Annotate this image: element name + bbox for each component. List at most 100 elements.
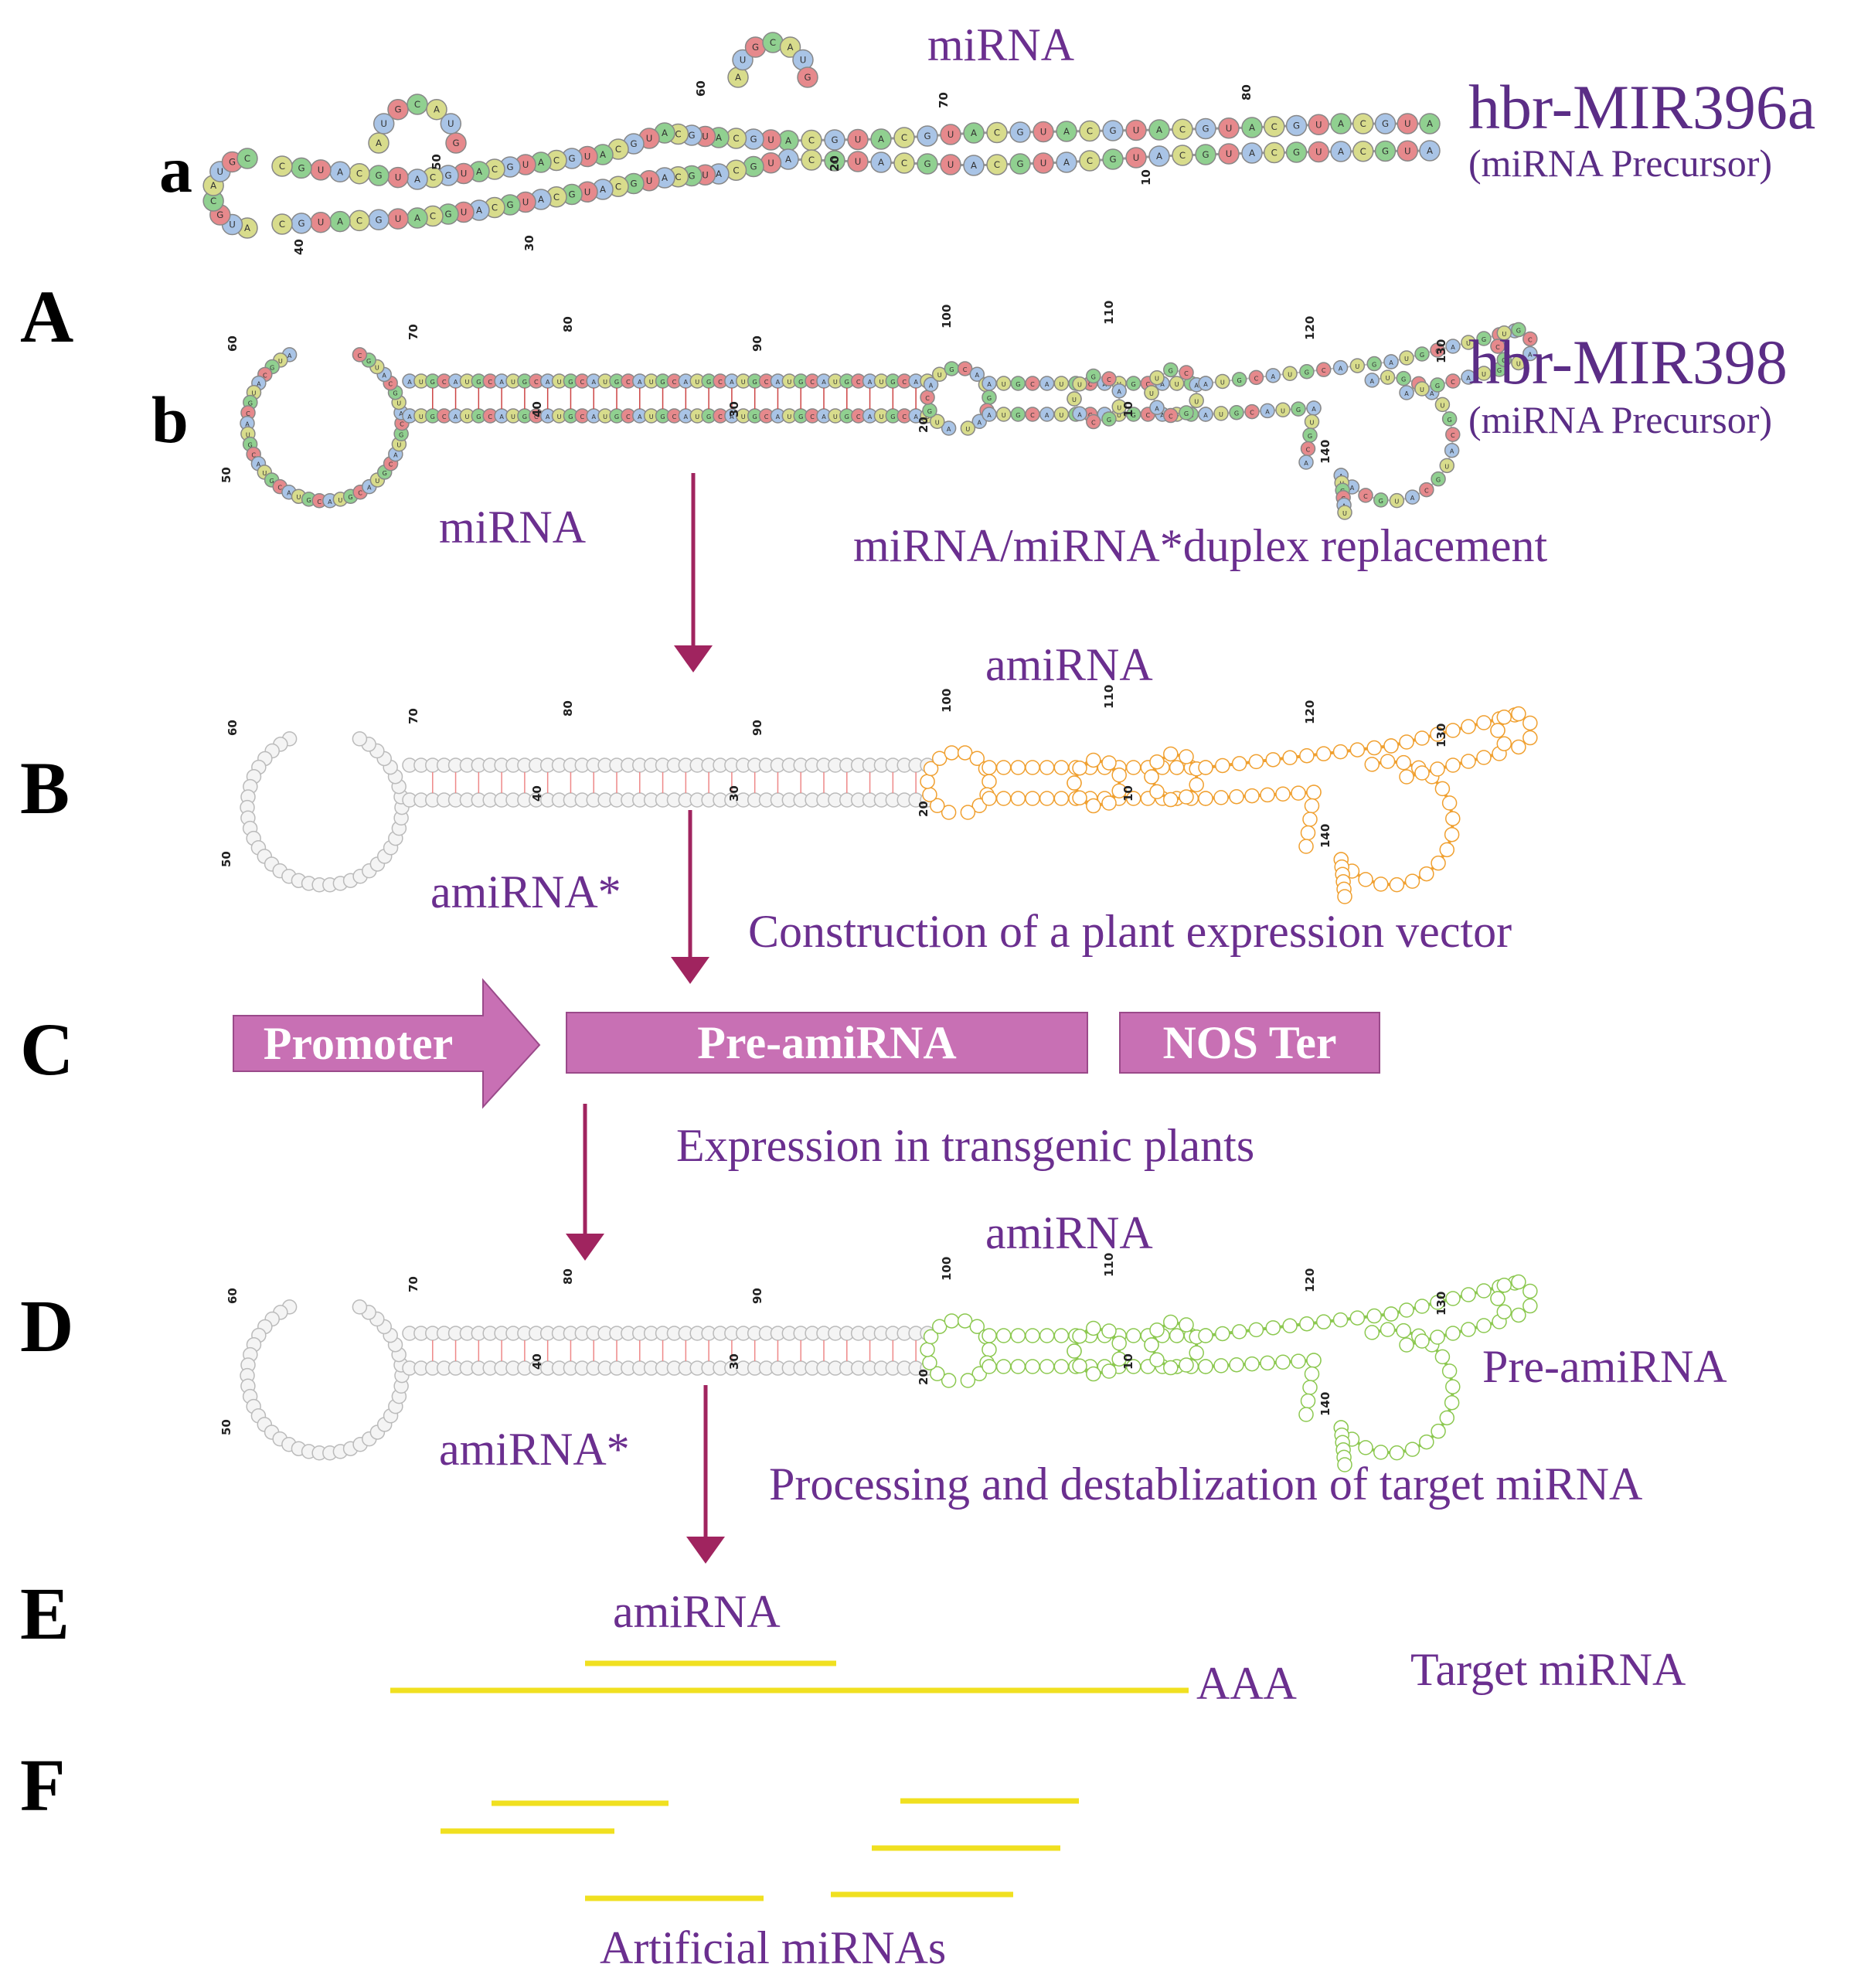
nucleotide-letter: U (1040, 127, 1047, 138)
nucleotide-letter: A (337, 216, 343, 227)
nucleotide-letter: G (269, 477, 274, 485)
promoter-arrow-shape (233, 978, 541, 1109)
nucleotide-bead (1010, 1328, 1026, 1343)
amirna-label-e: amiRNA (613, 1586, 781, 1637)
nucleotide-bead (1149, 754, 1165, 770)
nucleotide-bead (1522, 730, 1538, 746)
nucleotide-bead (1461, 369, 1476, 385)
nucleotide-bead (1380, 369, 1396, 385)
position-number: 50 (219, 851, 233, 867)
nucleotide-bead (1434, 1349, 1451, 1365)
nucleotide-letter: G (1382, 146, 1389, 157)
pre-amirna-label-d: Pre-amiRNA (1482, 1341, 1727, 1392)
nucleotide-letter: C (430, 172, 436, 183)
nucleotide-letter: C (580, 378, 585, 386)
nucleotide-bead (1072, 760, 1087, 776)
nucleotide-letter: U (649, 378, 654, 386)
nucleotide-letter: A (287, 489, 291, 497)
nucleotide-bead (1033, 121, 1054, 143)
nucleotide-bead (1445, 1379, 1461, 1394)
nucleotide-letter: G (452, 138, 459, 148)
nucleotide-letter: C (808, 155, 815, 165)
target-mirna-label: Target miRNA (1410, 1644, 1686, 1695)
arrow-duplex-head (674, 645, 713, 672)
nucleotide-letter: G (1372, 361, 1376, 369)
nucleotide-letter: U (695, 378, 699, 386)
nucleotide-bead (893, 127, 915, 148)
nucleotide-letter: G (1016, 380, 1020, 388)
nucleotide-letter: C (764, 413, 769, 420)
nucleotide-letter: G (1131, 380, 1136, 388)
nucleotide-bead (1380, 1322, 1396, 1337)
nucleotide-letter: A (245, 420, 250, 428)
nucleotide-bead (1476, 1318, 1492, 1333)
nucleotide-letter: C (1363, 492, 1368, 500)
nucleotide-bead (732, 49, 754, 71)
nucleotide-letter: U (1404, 145, 1411, 156)
amirna-star-label-b: amiRNA* (430, 866, 621, 917)
nucleotide-bead (1522, 331, 1538, 347)
nucleotide-letter: U (557, 378, 562, 386)
nucleotide-letter: A (785, 154, 791, 165)
nucleotide-letter: C (902, 378, 907, 386)
nucleotide-letter: U (1133, 125, 1140, 136)
nucleotide-letter: U (278, 357, 283, 365)
sub-label-b: b (151, 383, 189, 457)
nucleotide-bead (1179, 789, 1194, 805)
nucleotide-bead (1179, 1357, 1194, 1373)
nucleotide-bead (1025, 1328, 1040, 1343)
nucleotide-letter: G (1293, 147, 1300, 158)
nucleotide-bead (1163, 1360, 1179, 1376)
nucleotide-letter: C (488, 378, 492, 386)
nucleotide-bead (1072, 1358, 1087, 1374)
nucleotide-letter: C (1087, 155, 1093, 166)
nucleotide-letter: C (1254, 374, 1259, 382)
nucleotide-bead (1213, 406, 1229, 421)
nucleotide-bead (1461, 754, 1476, 769)
nucleotide-bead (1366, 740, 1382, 756)
nucleotide-letter: G (660, 378, 665, 386)
position-number: 60 (694, 80, 708, 97)
nucleotide-bead (1444, 826, 1460, 843)
nucleotide-letter: A (878, 134, 884, 145)
nucleotide-letter: C (1360, 118, 1366, 129)
nucleotide-bead (1383, 738, 1399, 754)
nucleotide-letter: U (511, 378, 515, 386)
nucleotide-letter: C (675, 172, 681, 182)
nucleotide-letter: G (630, 179, 637, 189)
nucleotide-bead (1148, 145, 1170, 167)
position-number: 10 (1121, 785, 1135, 802)
nucleotide-bead (1086, 1366, 1101, 1382)
nucleotide-letter: U (702, 169, 709, 180)
nucleotide-bead (352, 347, 368, 363)
nucleotide-bead (1430, 1295, 1445, 1310)
nucleotide-bead (1231, 756, 1247, 771)
nucleotide-letter: U (1281, 407, 1285, 414)
nucleotide-bead (1441, 795, 1458, 811)
position-number: 140 (1318, 440, 1332, 464)
nucleotide-letter: U (1226, 123, 1233, 134)
nucleotide-letter: C (672, 378, 677, 386)
position-number: 60 (226, 1288, 240, 1304)
nucleotide-letter: A (1265, 407, 1270, 415)
position-number: 60 (226, 335, 240, 352)
nucleotide-letter: C (244, 153, 250, 164)
nucleotide-bead (1358, 872, 1373, 887)
nucleotide-bead (1248, 1322, 1264, 1338)
nucleotide-letter: C (672, 413, 677, 420)
nucleotide-bead (944, 1313, 960, 1329)
nucleotide-letter: C (1107, 376, 1111, 383)
nucleotide-bead (1265, 368, 1281, 383)
nucleotide-bead (1264, 141, 1285, 164)
nucleotide-bead (1445, 757, 1461, 773)
nucleotide-letter: G (1305, 369, 1309, 376)
nucleotide-bead (1389, 492, 1405, 509)
position-number: 70 (407, 1276, 420, 1292)
nucleotide-letter: U (1315, 119, 1322, 130)
nucleotide-bead (931, 1319, 948, 1334)
nucleotide-bead (920, 1342, 935, 1357)
nucleotide-bead (1299, 747, 1315, 764)
nucleotide-letter: G (393, 390, 397, 397)
nucleotide-bead (801, 149, 822, 171)
nucleotide-bead (1302, 1380, 1318, 1395)
